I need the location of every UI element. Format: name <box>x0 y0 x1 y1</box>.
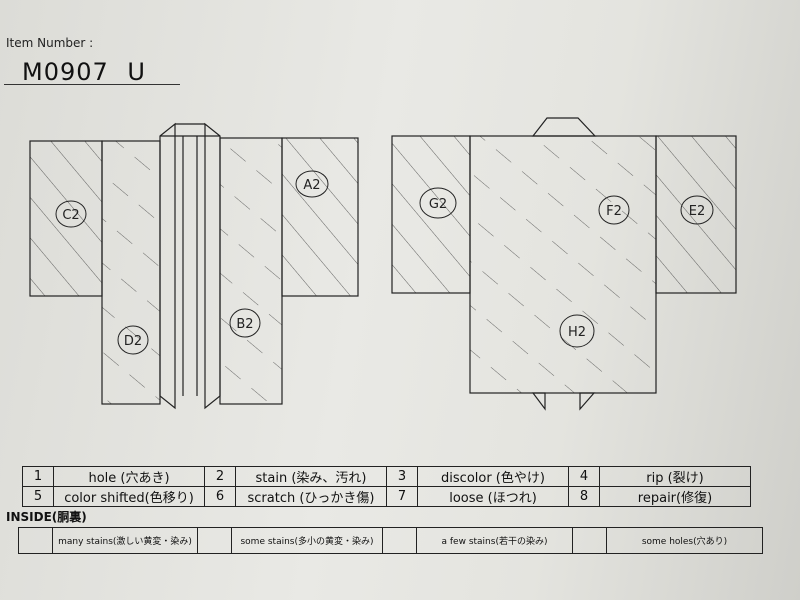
marker-e2: E2 <box>680 195 714 225</box>
legend-label: color shifted(色移り) <box>53 486 205 507</box>
legend-label: discolor (色やけ) <box>417 466 569 487</box>
legend-label: repair(修復) <box>599 486 751 507</box>
marker-a2-label: A2 <box>303 178 320 193</box>
marker-e2-label: E2 <box>689 204 706 219</box>
item-number-value: M0907 U <box>22 58 146 86</box>
legend-row: 5 color shifted(色移り) 6 scratch (ひっかき傷) 7… <box>22 486 751 507</box>
marker-c2: C2 <box>55 200 87 228</box>
inside-option-label: a few stains(若干の染み) <box>416 527 573 554</box>
back-view <box>391 117 737 411</box>
marker-a2: A2 <box>295 170 329 198</box>
marker-c2-label: C2 <box>62 208 79 223</box>
front-collar-left <box>159 122 176 410</box>
inside-condition-table: many stains(激しい黄変・染み) some stains(多小の黄変・… <box>18 527 763 554</box>
front-right-panel <box>219 137 283 405</box>
legend-number: 8 <box>568 486 600 507</box>
marker-h2: H2 <box>559 314 595 348</box>
marker-b2-label: B2 <box>236 317 253 332</box>
marker-h2-label: H2 <box>568 325 586 340</box>
marker-g2: G2 <box>419 187 457 219</box>
inside-checkbox[interactable] <box>382 527 417 554</box>
inside-checkbox[interactable] <box>197 527 232 554</box>
damage-legend-table: 1 hole (穴あき) 2 stain (染み、汚れ) 3 discolor … <box>22 466 751 507</box>
front-left-panel <box>101 140 161 405</box>
front-right-sleeve <box>281 137 359 297</box>
legend-number: 2 <box>204 466 236 487</box>
marker-f2-label: F2 <box>606 204 622 219</box>
back-collar <box>531 117 597 137</box>
inside-section-title: INSIDE(胴裏) <box>6 510 87 524</box>
legend-number: 4 <box>568 466 600 487</box>
marker-d2-label: D2 <box>124 334 142 349</box>
inside-option-label: some holes(穴あり) <box>606 527 763 554</box>
back-hem-left <box>531 392 546 411</box>
marker-f2: F2 <box>598 195 630 225</box>
legend-number: 6 <box>204 486 236 507</box>
legend-label: rip (裂け) <box>599 466 751 487</box>
inside-option-label: some stains(多小の黄変・染み) <box>231 527 383 554</box>
back-left-sleeve <box>391 135 471 294</box>
front-collar-right <box>204 122 221 410</box>
legend-number: 1 <box>22 466 54 487</box>
legend-label: stain (染み、汚れ) <box>235 466 387 487</box>
legend-number: 7 <box>386 486 418 507</box>
front-view <box>29 122 359 410</box>
legend-number: 3 <box>386 466 418 487</box>
item-number-underline <box>4 84 180 85</box>
back-right-sleeve <box>655 135 737 294</box>
inside-row: many stains(激しい黄変・染み) some stains(多小の黄変・… <box>18 527 763 554</box>
inside-checkbox[interactable] <box>18 527 53 554</box>
front-markers: C2 A2 D2 B2 <box>55 170 329 355</box>
marker-g2-label: G2 <box>429 197 447 212</box>
legend-number: 5 <box>22 486 54 507</box>
item-number-label: Item Number : <box>6 36 94 50</box>
inside-option-label: many stains(激しい黄変・染み) <box>52 527 198 554</box>
back-hem-right <box>579 392 596 411</box>
legend-label: loose (ほつれ) <box>417 486 569 507</box>
marker-d2: D2 <box>117 325 149 355</box>
inside-checkbox[interactable] <box>572 527 607 554</box>
back-markers: G2 F2 E2 H2 <box>419 187 714 348</box>
legend-row: 1 hole (穴あき) 2 stain (染み、汚れ) 3 discolor … <box>22 466 751 487</box>
back-body <box>469 135 657 394</box>
legend-label: hole (穴あき) <box>53 466 205 487</box>
marker-b2: B2 <box>229 308 261 338</box>
front-left-sleeve <box>29 140 103 297</box>
legend-label: scratch (ひっかき傷) <box>235 486 387 507</box>
